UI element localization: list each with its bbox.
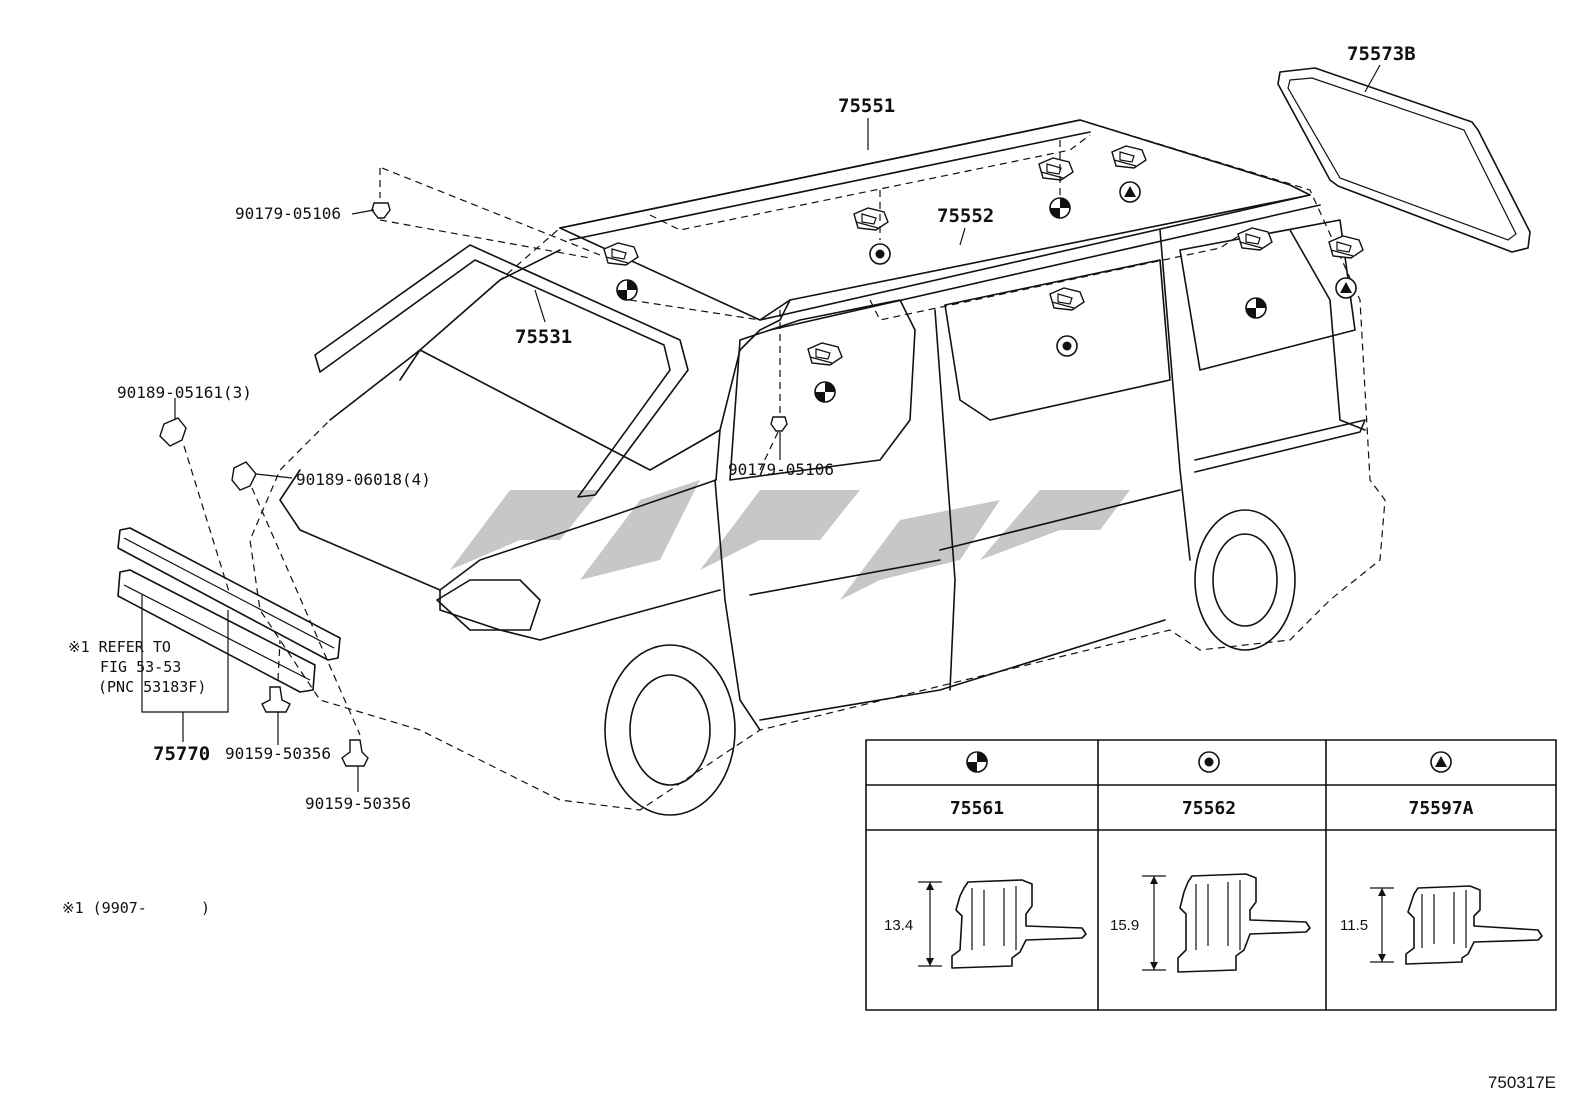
callouts: 75573B 75551 75552 75531 90179-05106 901…	[117, 43, 1416, 813]
legend-dot-circle-icon	[1198, 751, 1220, 773]
callout-90179-05106-mid: 90179-05106	[728, 460, 834, 479]
footnote: ※1 (9907- )	[62, 899, 210, 917]
callout-90159-50356-a: 90159-50356	[225, 744, 331, 763]
back-glass-weatherstrip	[1277, 67, 1531, 253]
callout-90189-05161: 90189-05161(3)	[117, 383, 252, 402]
legend-table: 75561 75562 75597A 13.4 15.9 11.5	[865, 739, 1557, 1011]
half-filled-circle-icon	[616, 279, 638, 301]
refer-note-line2: FIG 53-53	[100, 658, 181, 676]
callout-90179-05106-top: 90179-05106	[235, 204, 341, 223]
roof-clips	[603, 145, 1364, 366]
watermark-logo	[450, 480, 1130, 600]
callout-90189-06018: 90189-06018(4)	[296, 470, 431, 489]
callout-75531: 75531	[515, 326, 572, 348]
half-filled-circle-icon	[1245, 297, 1267, 319]
clip-90189-06018-icon	[231, 461, 257, 491]
screw-90159-a-icon	[261, 686, 291, 713]
roof-rails	[559, 119, 1321, 331]
clip-75597a-drawing	[1370, 885, 1543, 965]
clip-90189-05161-icon	[159, 417, 187, 447]
dot-circle-icon	[869, 243, 891, 265]
leader-lines	[141, 64, 1381, 792]
clip-75561-drawing	[918, 879, 1087, 969]
windshield-moulding	[314, 244, 689, 498]
fasteners	[159, 202, 788, 767]
half-filled-circle-icon	[1049, 197, 1071, 219]
legend-part-75561: 75561	[950, 798, 1004, 819]
half-filled-circle-icon	[814, 381, 836, 403]
guide-lines	[183, 140, 1061, 736]
dimension-75561: 13.4	[884, 917, 913, 934]
clip-75562-drawing	[1142, 873, 1311, 973]
callout-75552: 75552	[937, 205, 994, 227]
notes: ※1 REFER TO FIG 53-53 (PNC 53183F) ※1 (9…	[62, 638, 210, 917]
clip-90179-top-icon	[371, 202, 391, 219]
callout-75551: 75551	[838, 95, 895, 117]
refer-note-line3: (PNC 53183F)	[98, 678, 206, 696]
screw-90159-b-icon	[341, 739, 369, 767]
callout-75573b: 75573B	[1347, 43, 1416, 65]
triangle-circle-icon	[1335, 277, 1357, 299]
legend-triangle-circle-icon	[1430, 751, 1452, 773]
callout-75770: 75770	[153, 743, 210, 765]
legend-part-75597a: 75597A	[1408, 798, 1473, 819]
illustration-reference: 750317E	[1488, 1073, 1556, 1092]
legend-part-75562: 75562	[1182, 798, 1236, 819]
triangle-circle-icon	[1119, 181, 1141, 203]
dimension-75562: 15.9	[1110, 917, 1139, 934]
callout-90159-50356-b: 90159-50356	[305, 794, 411, 813]
legend-half-filled-circle-icon	[966, 751, 988, 773]
refer-note-line1: ※1 REFER TO	[68, 638, 171, 656]
clip-90179-mid-icon	[770, 416, 788, 432]
dimension-75597a: 11.5	[1340, 917, 1368, 934]
dot-circle-icon	[1056, 335, 1078, 357]
van-body	[249, 119, 1386, 816]
